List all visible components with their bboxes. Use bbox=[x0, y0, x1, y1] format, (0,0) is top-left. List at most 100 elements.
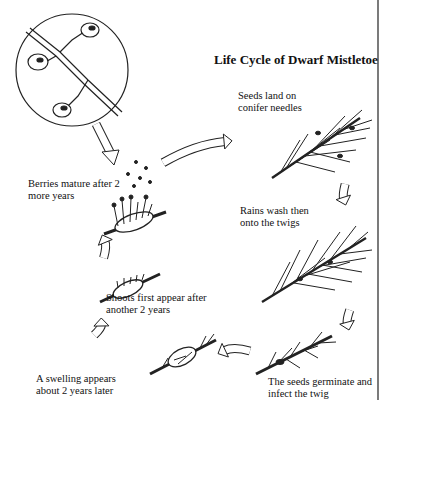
magnifier-part bbox=[28, 54, 48, 70]
arrow-outline bbox=[94, 325, 101, 335]
magnifier-part bbox=[60, 32, 84, 52]
needles-seeds-part bbox=[338, 154, 343, 158]
twig-shoots-part bbox=[142, 274, 144, 280]
twig-germinate-part bbox=[276, 360, 284, 365]
needles-rain-part bbox=[308, 274, 352, 282]
stage-label: Berries mature after 2 more years bbox=[28, 178, 120, 202]
cycle-arrow bbox=[98, 235, 112, 258]
twig-berries-part bbox=[130, 198, 131, 222]
arrow-head bbox=[94, 318, 109, 326]
arrow-heads bbox=[94, 318, 109, 326]
stage-box: Rains wash then onto the twigs bbox=[235, 205, 370, 310]
magnifier-part bbox=[30, 28, 122, 112]
magnifier-part bbox=[61, 106, 67, 110]
arrow-outline bbox=[347, 310, 350, 323]
twig-berries-part bbox=[144, 195, 148, 199]
stage-box: Seeds land on conifer needles bbox=[232, 88, 370, 184]
twig-germinate-part bbox=[268, 352, 276, 368]
twig-germinate-part bbox=[310, 332, 322, 347]
twig-germinate bbox=[256, 332, 336, 374]
twig-swelling-part bbox=[178, 352, 192, 364]
twig-shoots-part bbox=[130, 277, 131, 284]
twig-shoots-part bbox=[117, 281, 118, 288]
twig-berries-part bbox=[148, 204, 152, 216]
arrow-outline bbox=[163, 141, 225, 162]
twig-germinate-part bbox=[300, 346, 318, 352]
stage-label: A swelling appears about 2 years later bbox=[36, 373, 136, 397]
twig-germinate-part bbox=[290, 342, 300, 357]
arrow-head bbox=[223, 134, 232, 149]
twig-berries bbox=[104, 161, 166, 237]
needles-seeds-part bbox=[316, 131, 321, 135]
arrow-head bbox=[98, 235, 112, 245]
magnifier-part bbox=[89, 26, 95, 30]
twig-berries-part bbox=[142, 198, 146, 218]
twig-shoots-part bbox=[124, 278, 125, 286]
twig-berries-part bbox=[149, 181, 152, 184]
twig-germinate-part bbox=[256, 336, 332, 374]
needles-seeds bbox=[272, 110, 372, 178]
cycle-arrow bbox=[218, 343, 250, 357]
twig-swelling bbox=[150, 334, 216, 374]
frame-line-part bbox=[377, 0, 378, 400]
arrow-body bbox=[343, 184, 345, 198]
magnifier-part bbox=[26, 32, 118, 116]
twig-swelling-part bbox=[200, 336, 206, 348]
needles-rain-part bbox=[298, 277, 303, 281]
cycle-arrow bbox=[340, 310, 355, 330]
twig-germinate-part bbox=[286, 359, 300, 368]
twig-berries-part bbox=[133, 185, 136, 188]
twig-swelling-part bbox=[165, 343, 199, 371]
magnifier-part bbox=[37, 58, 43, 62]
magnifier-arrow-part bbox=[96, 124, 110, 152]
needles-seeds-part bbox=[298, 128, 340, 161]
arrow-body bbox=[347, 310, 350, 323]
diagram-title: Life Cycle of Dwarf Mistletoe bbox=[214, 52, 374, 68]
twig-berries-part bbox=[127, 173, 130, 176]
needles-seeds-part bbox=[342, 120, 372, 130]
twig-berries-part bbox=[145, 167, 148, 170]
frame-line bbox=[377, 0, 378, 400]
twig-berries-part bbox=[136, 202, 138, 220]
twig-germinate-part bbox=[318, 342, 336, 343]
magnifier-part bbox=[53, 103, 71, 117]
needles-rain-part bbox=[328, 260, 333, 264]
stage-label: Seeds land on conifer needles bbox=[238, 90, 324, 114]
arrow-outline bbox=[343, 184, 345, 198]
magnifier-arrow-part bbox=[102, 150, 119, 165]
needles-seeds-part bbox=[350, 126, 355, 130]
twig-berries-part bbox=[122, 200, 124, 224]
needles-rain-part bbox=[330, 226, 356, 260]
needles-rain-part bbox=[348, 232, 368, 249]
twig-swelling-part bbox=[174, 356, 186, 360]
magnifier-arrow-part bbox=[96, 124, 110, 152]
stage-label: The seeds germinate and infect the twig bbox=[268, 376, 376, 400]
arrow-heads bbox=[98, 235, 112, 245]
arrow-head bbox=[340, 320, 355, 330]
stage-label: Shoots first appear after another 2 year… bbox=[106, 292, 210, 316]
twig-berries-part bbox=[114, 206, 118, 226]
twig-swelling-part bbox=[206, 334, 214, 345]
twig-swelling-part bbox=[162, 358, 168, 368]
stage-box: Berries mature after 2 more years bbox=[28, 150, 163, 235]
needles-rain-part bbox=[340, 250, 372, 254]
arrow-head bbox=[218, 343, 228, 357]
twig-shoots-part bbox=[136, 275, 137, 282]
magnifier bbox=[16, 14, 128, 126]
needles-rain bbox=[262, 226, 372, 302]
stage-box: A swelling appears about 2 years later bbox=[36, 335, 218, 397]
magnifier-arrow bbox=[96, 124, 119, 165]
needles-seeds-part bbox=[272, 118, 360, 178]
needles-seeds-part bbox=[320, 138, 366, 146]
arrow-body bbox=[104, 241, 106, 258]
arrow-heads bbox=[340, 320, 355, 330]
twig-berries-part bbox=[135, 161, 138, 164]
arrow-body bbox=[224, 349, 250, 351]
twig-berries-part bbox=[112, 203, 116, 207]
arrow-heads bbox=[218, 343, 228, 357]
arrow-body bbox=[163, 141, 225, 162]
twig-berries-part bbox=[129, 195, 133, 199]
cycle-arrow bbox=[336, 184, 350, 205]
